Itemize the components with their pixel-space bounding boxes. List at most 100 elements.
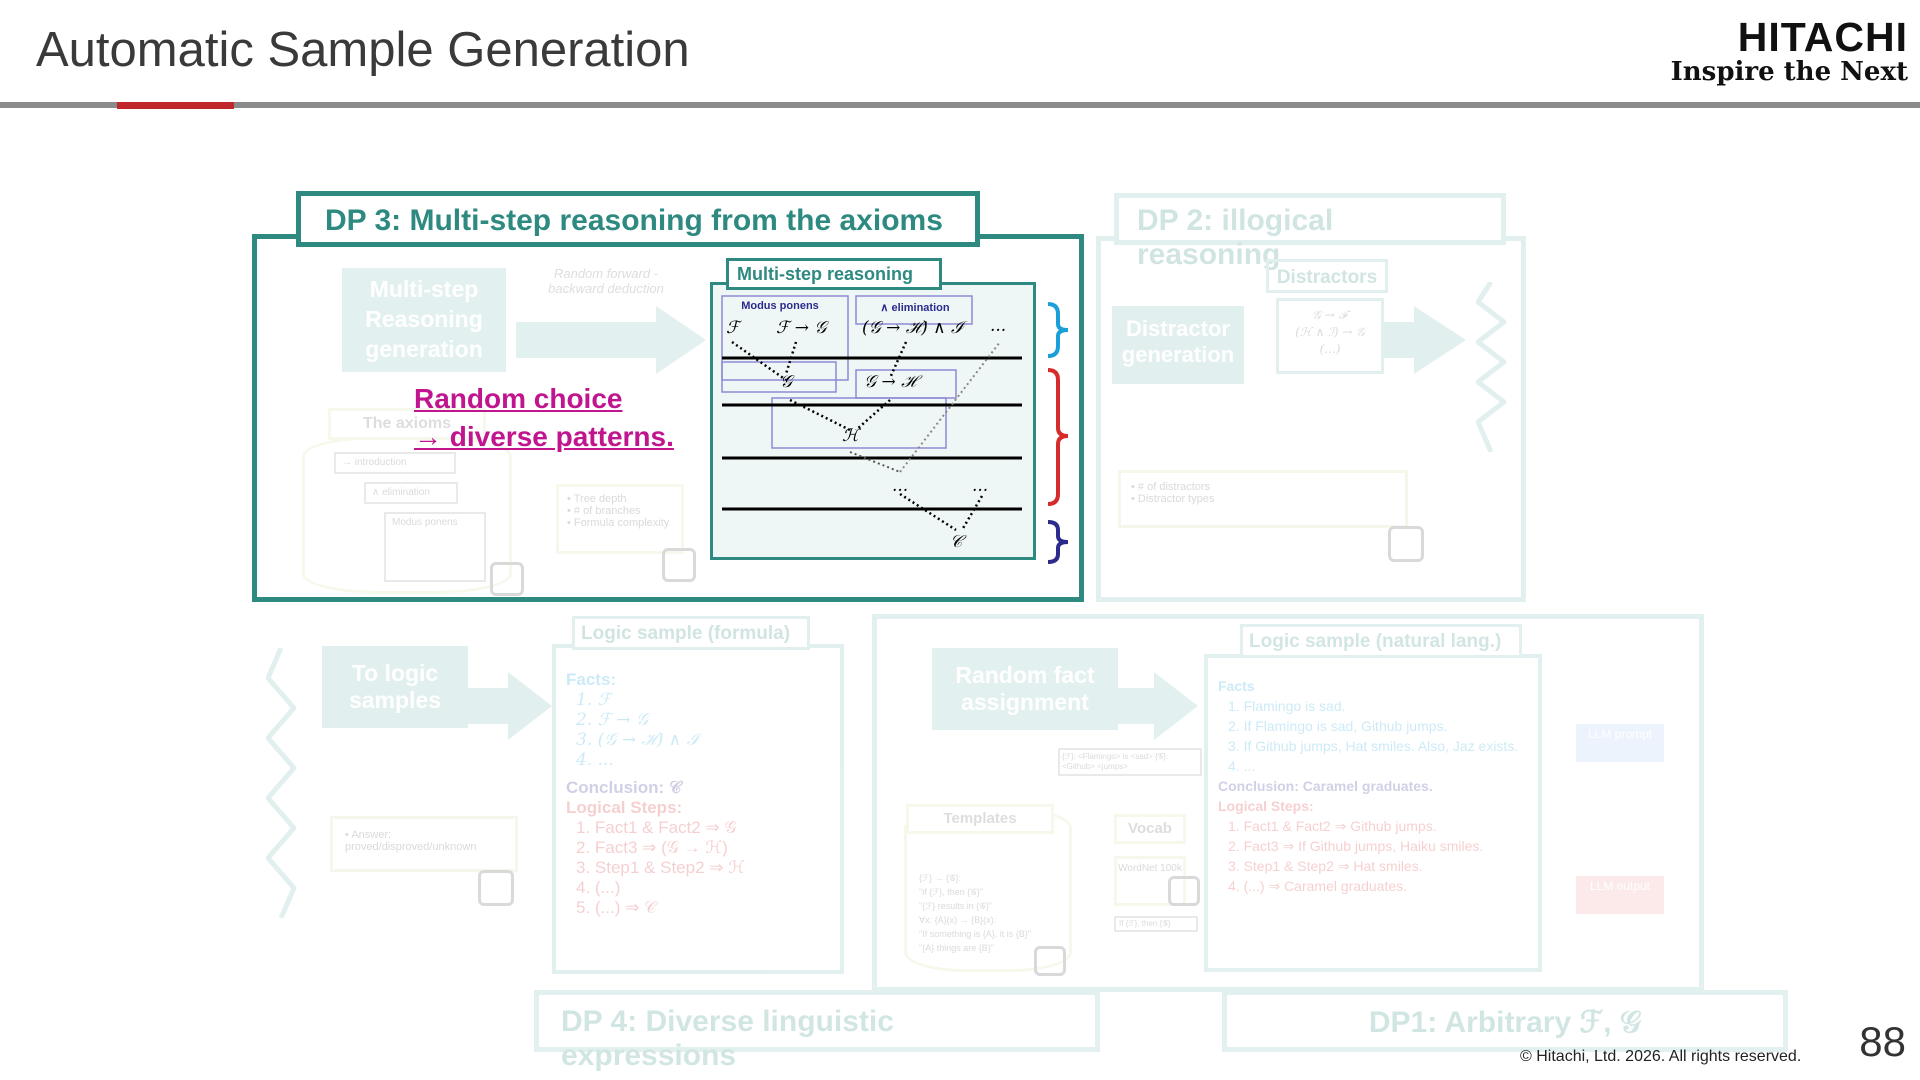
- nl-conclusion: Conclusion: Caramel graduates.: [1218, 778, 1433, 794]
- llm-prompt-box: LLM prompt: [1576, 724, 1664, 762]
- deduction-edge: [960, 495, 984, 531]
- random-choice-line: Random choice: [414, 383, 623, 414]
- dp2-param: • Distractor types: [1131, 493, 1215, 505]
- node-dots-right: ...: [972, 476, 989, 496]
- header-divider: [0, 102, 1920, 108]
- to-logic-samples-box: To logic samples: [322, 646, 468, 728]
- dp2-distractors-label: Distractors: [1266, 259, 1388, 293]
- wordnet-label: WordNet 100k: [1114, 856, 1186, 906]
- axioms-db: [302, 436, 512, 594]
- nl-sample-title: Logic sample (natural lang.): [1240, 624, 1522, 658]
- deduction-edge: [731, 340, 787, 382]
- dp3-param-text: Formula complexity: [573, 517, 670, 529]
- dp3-arrow-label: Random forward -backward deduction: [548, 266, 664, 296]
- dp2-distractor-generation-box: Distractor generation: [1112, 306, 1244, 384]
- wavy-line-icon: [266, 648, 296, 918]
- reasoning-tree: [721, 295, 1022, 532]
- template-line: "{A} things are {B}": [919, 943, 994, 953]
- formula-step: 5. (...) ⇒ 𝒞: [576, 898, 657, 917]
- reasoning-panel-title: Multi-step reasoning: [726, 258, 942, 290]
- dp4-title: DP 4: Diverse linguistic expressions: [534, 990, 1100, 1072]
- brand-logo: HITACHI Inspire the Next: [1671, 16, 1908, 86]
- template-line: ∀x: {A}(x) → {B}(x):: [919, 915, 997, 925]
- deduction-edge: [899, 341, 1001, 473]
- steps-brace: [1047, 368, 1069, 506]
- dp2-distractor-line: (...): [1319, 342, 1341, 356]
- brand-name: HITACHI: [1737, 14, 1908, 60]
- dp2-arrow: [1384, 322, 1414, 358]
- dp3-arrow-head: [656, 306, 706, 374]
- deduction-edge: [789, 398, 851, 432]
- formula-facts-label: Facts:: [566, 670, 617, 689]
- dp4-arrow-head: [1154, 672, 1198, 740]
- nl-sample-frame: Facts 1. Flamingo is sad. 2. If Flamingo…: [1204, 654, 1542, 972]
- node-g-to-h: 𝒢 → ℋ: [864, 372, 917, 392]
- logic-arrow: [468, 688, 508, 724]
- formula-step: 2. Fact3 ⇒ (𝒢 → ℋ): [576, 838, 728, 857]
- header-accent: [117, 102, 234, 109]
- node-c: 𝒞: [950, 532, 963, 552]
- dp3-param: • Formula complexity: [567, 517, 670, 529]
- formula-sample-frame: Facts: 1. ℱ 2. ℱ → 𝒢 3. (𝒢 → ℋ) ∧ ℐ 4. .…: [552, 644, 844, 974]
- formula-sample-title: Logic sample (formula): [572, 616, 810, 650]
- deduction-edge: [899, 492, 957, 532]
- gear-doc-icon: [1388, 526, 1424, 562]
- nl-facts-label: Facts: [1218, 678, 1255, 694]
- dp3-params: • Tree depth • # of branches • Formula c…: [556, 484, 684, 554]
- formula-fact: 4. ...: [576, 750, 614, 770]
- template-line: "If something is {A}, it is {B}": [919, 929, 1031, 939]
- rule-label-and-elimination: ∧ elimination: [880, 302, 950, 314]
- assignment-note: {ℱ}: <Flamingo> is <sad> {𝒢}: <Github> <…: [1058, 748, 1202, 776]
- gear-doc-icon: [1168, 876, 1200, 906]
- dp3-param-text: # of branches: [573, 505, 641, 517]
- rule-box-middle: [771, 397, 947, 449]
- answer-box: • Answer: proved/disproved/unknown: [330, 816, 518, 872]
- axiom-item: → introduction: [334, 452, 456, 474]
- formula-fact: 3. (𝒢 → ℋ) ∧ ℐ: [576, 730, 699, 750]
- node-h: ℋ: [842, 426, 859, 446]
- gear-doc-icon: [490, 562, 524, 596]
- page-title: Automatic Sample Generation: [36, 23, 690, 77]
- template-line: {ℱ} → {𝒢}:: [919, 873, 962, 883]
- template-line: "if {ℱ}, then {𝒢}": [919, 887, 983, 897]
- formula-steps-label: Logical Steps:: [566, 798, 683, 817]
- templates-label: Templates: [906, 804, 1054, 834]
- nl-steps-label: Logical Steps:: [1218, 798, 1314, 814]
- formula-step: 4. (...): [576, 878, 621, 897]
- logic-arrow-head: [508, 672, 552, 740]
- node-dots-left: ...: [892, 476, 909, 496]
- dp3-title: DP 3: Multi-step reasoning from the axio…: [296, 191, 980, 247]
- llm-output-box: LLM output: [1576, 876, 1664, 914]
- gear-doc-icon: [1034, 946, 1066, 976]
- dp2-params: • # of distractors • Distractor types: [1118, 470, 1408, 528]
- dp3-param: • Tree depth: [567, 493, 627, 505]
- axioms-label: The axioms: [328, 408, 486, 440]
- formula-step: 1. Fact1 & Fact2 ⇒ 𝒢: [576, 818, 737, 837]
- axiom-item: Modus ponens: [384, 512, 486, 582]
- rule-box-lower: [721, 361, 837, 393]
- reasoning-panel: [710, 282, 1036, 560]
- dp2-frame: [1096, 236, 1526, 602]
- node-f-to-g: ℱ → 𝒢: [776, 318, 827, 338]
- axiom-item: ∧ elimination: [364, 482, 458, 504]
- deduction-edge: [849, 451, 901, 473]
- dp2-distractor-list: 𝒢 → ℱ (ℋ ∧ ℐ) → 𝒢 (...): [1276, 298, 1384, 374]
- page-number: 88: [1859, 1018, 1906, 1065]
- rule-label-modus-ponens: Modus ponens: [741, 300, 819, 312]
- dp1-title: DP1: Arbitrary ℱ, 𝒢: [1222, 990, 1788, 1052]
- dp2-param-text: Distractor types: [1137, 493, 1215, 505]
- dp2-distractor-line: (ℋ ∧ ℐ) → 𝒢: [1295, 325, 1365, 339]
- nl-step: 1. Fact1 & Fact2 ⇒ Github jumps.: [1228, 818, 1437, 834]
- dp4-arrow: [1118, 688, 1154, 724]
- answer-label: Answer: proved/disproved/unknown: [345, 829, 477, 853]
- node-dots: ...: [990, 316, 1007, 336]
- formula-conclusion: Conclusion: 𝒞: [566, 778, 682, 797]
- formula-fact: 1. ℱ: [576, 690, 611, 710]
- dp3-generation-box: Multi-step Reasoning generation: [342, 268, 506, 372]
- dp2-param-text: # of distractors: [1137, 481, 1211, 493]
- nl-fact: 4. ...: [1228, 758, 1256, 774]
- vocab-label: Vocab: [1114, 814, 1186, 844]
- templates-db: {ℱ} → {𝒢}: "if {ℱ}, then {𝒢}" "{ℱ} resul…: [904, 808, 1072, 972]
- deduction-edge: [888, 341, 908, 379]
- dp3-arrow: [516, 322, 658, 358]
